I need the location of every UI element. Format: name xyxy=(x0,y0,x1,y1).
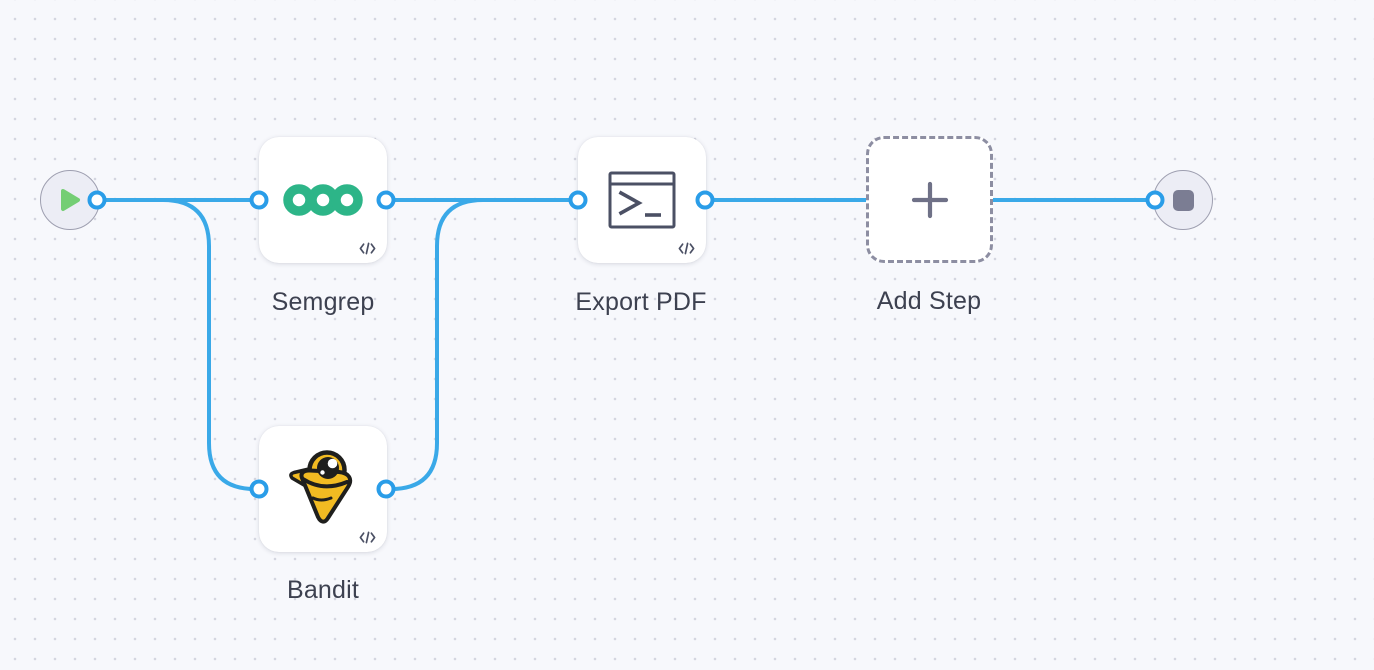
code-icon xyxy=(678,242,695,255)
code-icon xyxy=(359,242,376,255)
edge-start-bandit xyxy=(95,198,261,491)
port-bandit-input[interactable] xyxy=(249,479,269,499)
node-semgrep[interactable] xyxy=(259,137,387,263)
terminal-icon xyxy=(608,171,676,229)
semgrep-logo-icon xyxy=(283,184,363,216)
node-bandit[interactable] xyxy=(259,426,387,552)
add-step-node[interactable] xyxy=(866,136,993,263)
edge-bandit-exportpdf xyxy=(384,198,580,491)
play-icon xyxy=(61,189,80,211)
port-semgrep-output[interactable] xyxy=(376,190,396,210)
stop-icon xyxy=(1172,189,1194,211)
port-export-pdf-output[interactable] xyxy=(695,190,715,210)
port-end-input[interactable] xyxy=(1145,190,1165,210)
node-label-semgrep: Semgrep xyxy=(271,288,375,316)
port-start-output[interactable] xyxy=(87,190,107,210)
node-label-export-pdf: Export PDF xyxy=(575,288,707,316)
plus-icon xyxy=(911,181,948,218)
node-label-add-step: Add Step xyxy=(876,287,982,315)
node-label-bandit: Bandit xyxy=(286,576,360,604)
port-export-pdf-input[interactable] xyxy=(568,190,588,210)
node-export-pdf[interactable] xyxy=(578,137,706,263)
port-semgrep-input[interactable] xyxy=(249,190,269,210)
code-icon xyxy=(359,531,376,544)
bandit-logo-icon xyxy=(289,450,353,524)
port-bandit-output[interactable] xyxy=(376,479,396,499)
